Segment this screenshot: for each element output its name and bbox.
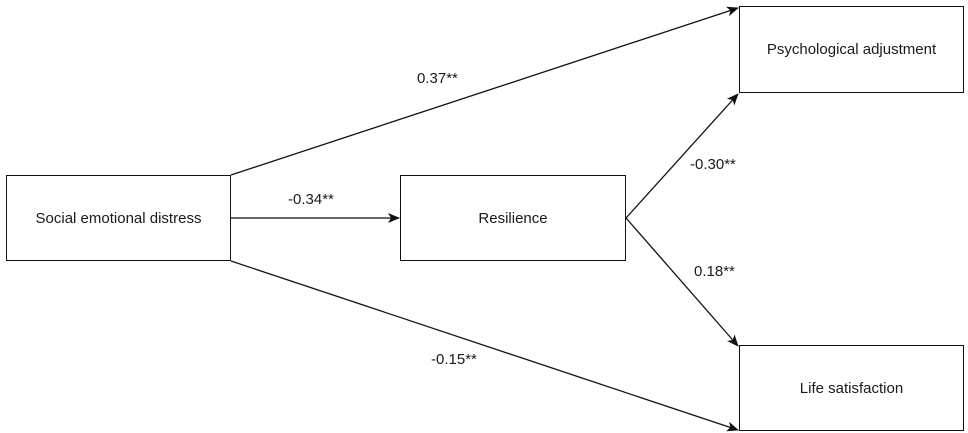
coef-distress-to-satisfaction: -0.15** — [431, 351, 477, 368]
node-label-resilience: Resilience — [478, 209, 548, 227]
node-social-emotional-distress: Social emotional distress — [6, 175, 231, 261]
node-label-satisfaction: Life satisfaction — [799, 379, 904, 397]
arrow-distress-to-satisfaction — [230, 260, 739, 432]
node-label-distress: Social emotional distress — [35, 209, 202, 227]
coef-resilience-to-satisfaction: 0.18** — [694, 263, 735, 280]
coef-distress-to-resilience: -0.34** — [288, 191, 334, 208]
node-resilience: Resilience — [400, 175, 626, 261]
arrow-distress-to-adjustment — [230, 6, 739, 176]
coef-resilience-to-adjustment: -0.30** — [690, 156, 736, 173]
arrow-resilience-to-satisfaction — [625, 217, 739, 347]
node-psychological-adjustment: Psychological adjustment — [739, 6, 964, 93]
arrow-resilience-to-adjustment — [625, 93, 739, 219]
node-label-adjustment: Psychological adjustment — [766, 41, 937, 58]
node-life-satisfaction: Life satisfaction — [739, 345, 964, 431]
coef-distress-to-adjustment: 0.37** — [417, 70, 458, 87]
